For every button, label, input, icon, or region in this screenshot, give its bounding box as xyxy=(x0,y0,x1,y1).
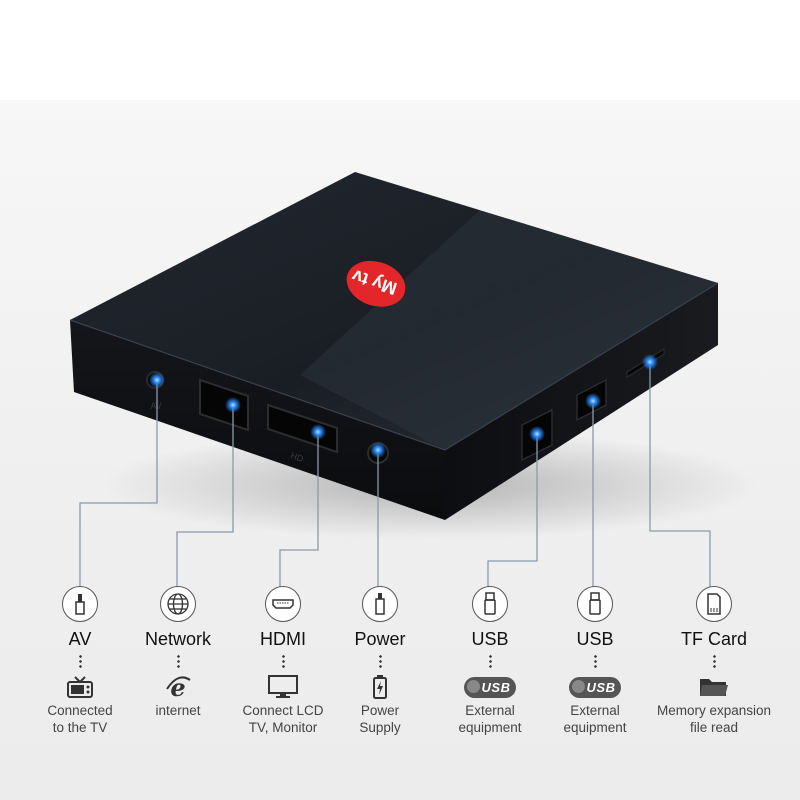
port-name: TF Card xyxy=(680,629,747,649)
port-name: HDMI xyxy=(260,629,306,649)
port-column-usb-2: USB USB External equipment xyxy=(545,586,645,735)
dotted-divider xyxy=(712,654,716,670)
box-front-face xyxy=(70,320,445,520)
usb-badge: USB xyxy=(568,676,622,698)
dotted-divider xyxy=(488,654,492,670)
sd-card-icon xyxy=(696,586,732,622)
port-name: Network xyxy=(144,629,211,649)
function-line: internet xyxy=(155,703,201,718)
ethernet-port xyxy=(199,378,249,432)
function-line: Power xyxy=(360,703,400,718)
monitor-icon xyxy=(233,673,333,701)
usb-plug-icon xyxy=(472,586,508,622)
leader-lines xyxy=(79,362,711,588)
function-line: External xyxy=(465,703,515,718)
function-line: to the TV xyxy=(52,720,108,735)
function-line: Memory expansion xyxy=(656,703,772,718)
function-line: Connect LCD xyxy=(242,703,324,718)
port-name: USB xyxy=(471,629,509,649)
port-column-power: Power Power Supply xyxy=(330,586,430,735)
function-line: equipment xyxy=(458,720,522,735)
power-plug-icon xyxy=(362,586,398,622)
hd-port-label: HD xyxy=(289,450,305,464)
dotted-divider xyxy=(593,654,597,670)
usb-plug-icon xyxy=(577,586,613,622)
globe-icon xyxy=(160,586,196,622)
retro-tv-icon xyxy=(30,673,130,701)
port-column-usb-1: USB USB External equipment xyxy=(440,586,540,735)
function-line: equipment xyxy=(563,720,627,735)
dotted-divider xyxy=(378,654,382,670)
port-column-hdmi: HDMI Connect LCD TV, Monitor xyxy=(233,586,333,735)
hdmi-port xyxy=(267,403,338,454)
box-top-reflection xyxy=(300,172,718,450)
dotted-divider xyxy=(176,654,180,670)
internet-explorer-icon: e xyxy=(128,673,228,701)
function-line: Supply xyxy=(359,720,401,735)
brand-logo: My tv xyxy=(346,260,406,307)
function-line: file read xyxy=(689,720,739,735)
function-line: TV, Monitor xyxy=(248,720,318,735)
port-column-av: AV Connected to the TV xyxy=(30,586,130,735)
av-port-label: AV xyxy=(150,401,161,411)
hdmi-port-icon xyxy=(265,586,301,622)
usb-logo-icon: USB xyxy=(440,673,540,701)
function-line: Connected xyxy=(47,703,113,718)
port-name: Power xyxy=(354,629,406,649)
battery-icon xyxy=(330,673,430,701)
dotted-divider xyxy=(78,654,82,670)
usb-badge: USB xyxy=(463,676,517,698)
folder-icon xyxy=(654,673,774,701)
port-name: USB xyxy=(576,629,614,649)
port-column-tf-card: TF Card Memory expansion file read xyxy=(654,586,774,735)
port-column-network: Network e internet xyxy=(128,586,228,718)
port-led-markers xyxy=(149,354,658,458)
dotted-divider xyxy=(281,654,285,670)
usb-logo-icon: USB xyxy=(545,673,645,701)
port-name: AV xyxy=(68,629,92,649)
audio-jack-icon xyxy=(62,586,98,622)
function-line: External xyxy=(570,703,620,718)
